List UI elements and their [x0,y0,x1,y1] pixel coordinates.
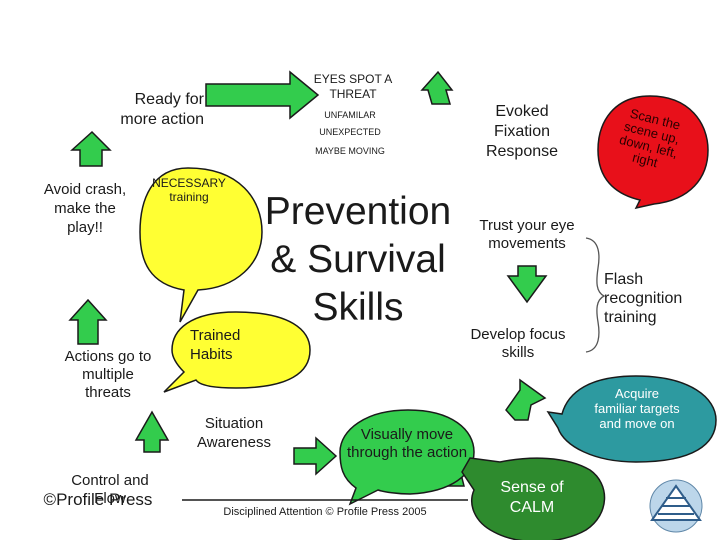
ready-for-action-label: Ready for more action [120,91,204,128]
arrow-eyes-to-evoked [420,70,454,105]
arrow-visually-left [293,436,338,476]
necessary-callout [139,167,263,323]
scan-callout [597,95,709,210]
acquire-targets-label: Acquire familiar targets and move on [594,386,680,431]
control-flow-label: Control and Flow [71,472,149,507]
evoked-fixation-label: Evoked Fixation Response [485,103,559,160]
trust-eye-label: Trust your eye movements [479,217,575,252]
visually-move-callout [339,409,475,506]
unfamiliar-label: UNFAMILAR [324,110,376,120]
center-title: Prevention & Survival Skills [264,190,452,329]
necessary-training-label: NECESSARY training [152,176,226,204]
flash-bracket [585,237,606,353]
arrow-eyes-right [205,70,320,120]
logo-mark-icon [649,479,703,533]
trained-habits-callout [163,311,311,393]
footer-text: Disciplined Attention © Profile Press 20… [223,506,427,518]
calm-callout [461,457,606,540]
profile-press-label: ©Profile Press [43,490,153,509]
eyes-spot-threat-label: EYES SPOT A THREAT [313,72,393,101]
trained-habits-label: Trained Habits [190,327,241,363]
arrow-focus-to-acquire [505,378,547,421]
flash-recognition-label: Flash recognition training [604,271,683,326]
acquire-callout [546,375,717,463]
arrow-avoid-up [70,130,112,167]
maybe-moving-label: MAYBE MOVING [315,146,385,156]
situation-awareness-label: Situation Awareness [197,415,271,451]
arrow-control-up [134,410,170,453]
unexpected-label: UNEXPECTED [319,127,381,137]
actions-multiple-label: Actions go to multiple threats [64,348,152,401]
visually-move-label: Visually move through the action [346,426,468,461]
avoid-crash-label: Avoid crash, make the play!! [43,181,127,236]
sense-of-calm-label: Sense of CALM [500,479,564,516]
arrow-trust-down [506,265,548,304]
arrow-actions-up [68,298,108,345]
develop-focus-label: Develop focus skills [470,326,566,361]
